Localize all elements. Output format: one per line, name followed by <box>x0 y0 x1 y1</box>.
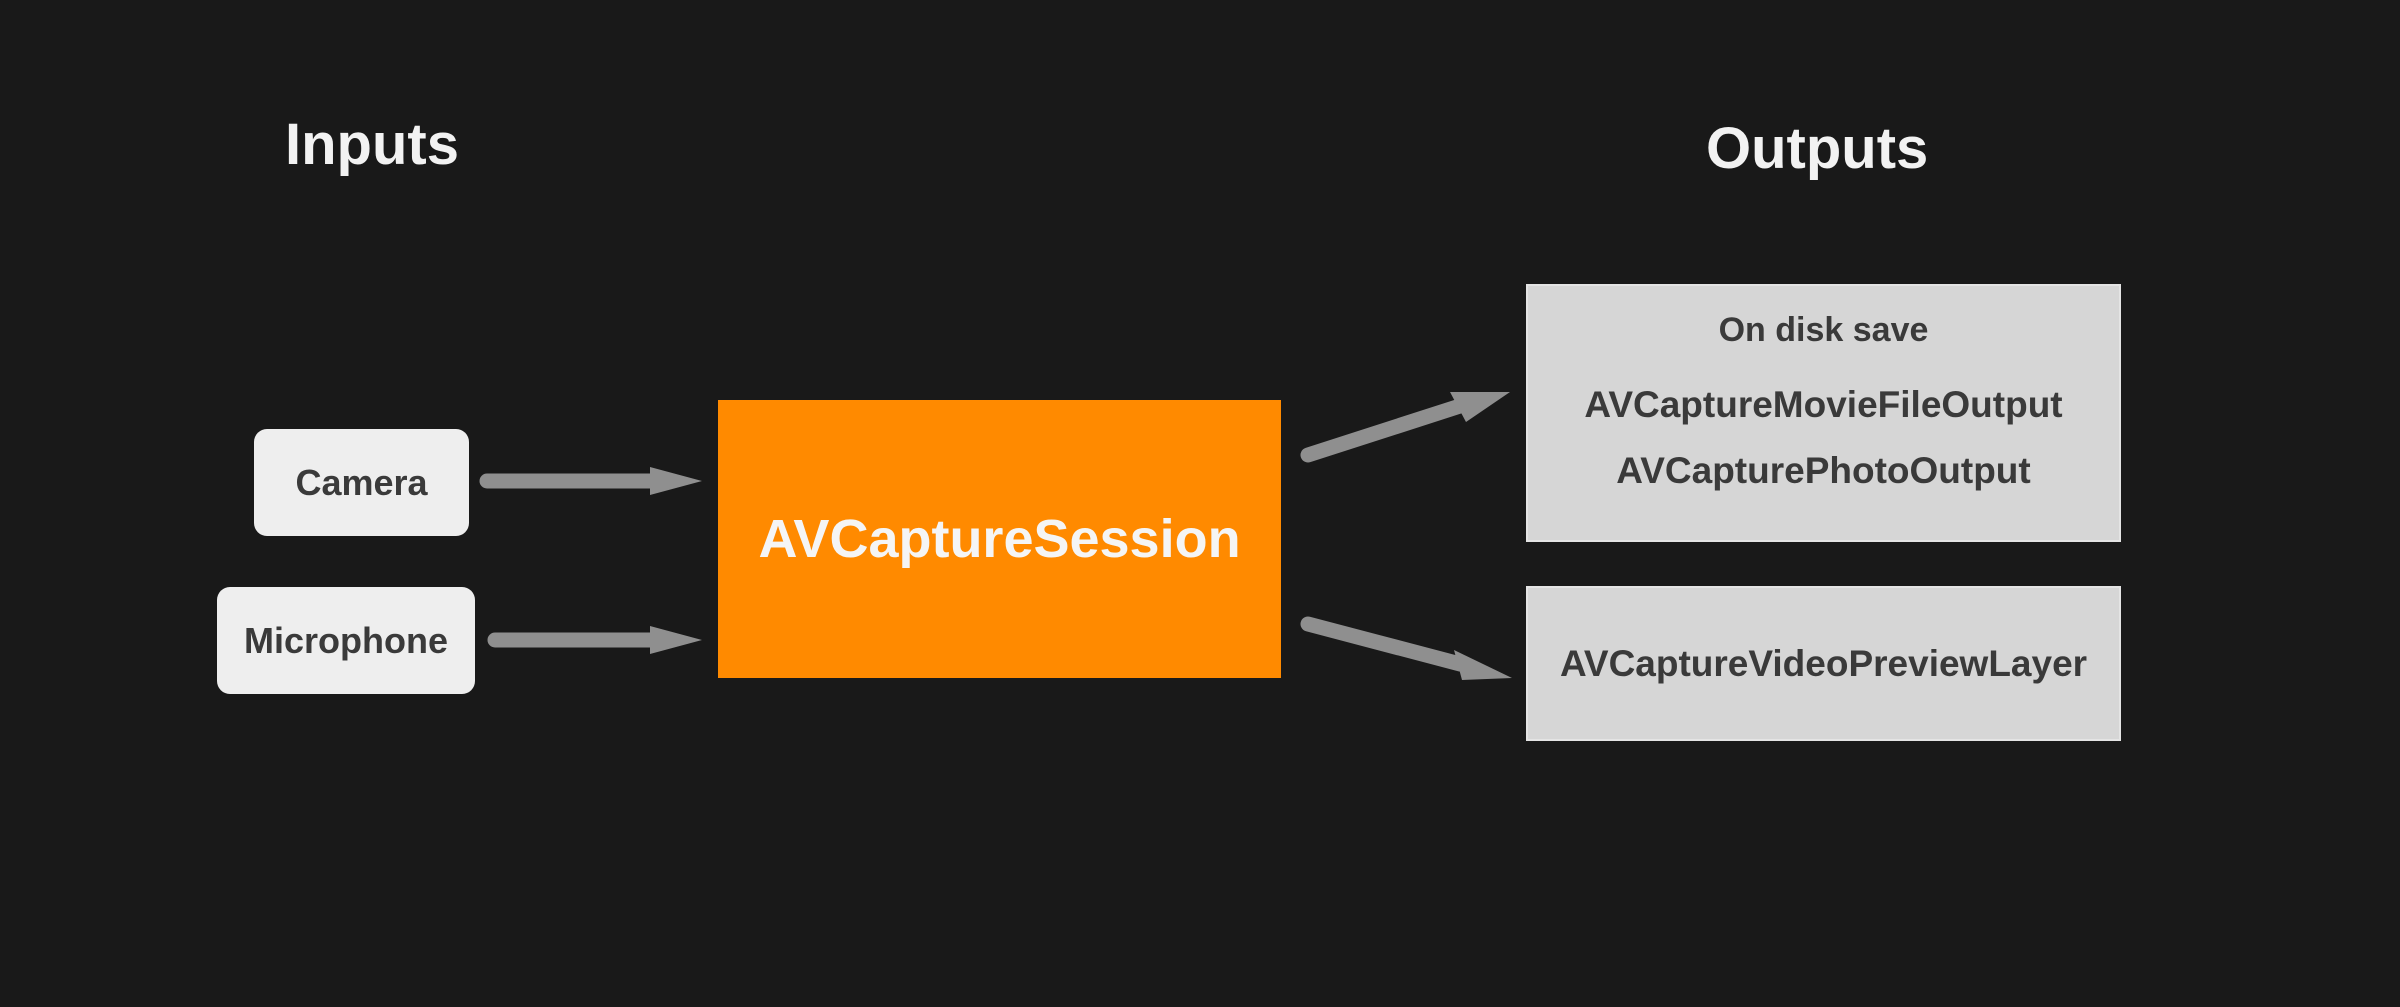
photo-output-label: AVCapturePhotoOutput <box>1616 450 2031 491</box>
preview-arrowhead <box>1454 650 1512 680</box>
outputs-heading: Outputs <box>1706 116 1929 181</box>
microphone-input-box: Microphone <box>217 587 475 694</box>
session-to-disk-arrow-shaft <box>1300 398 1468 463</box>
disk-save-title: On disk save <box>1718 311 1929 349</box>
camera-input-box: Camera <box>254 429 469 536</box>
capture-session-label: AVCaptureSession <box>758 509 1241 569</box>
preview-layer-output-box: AVCaptureVideoPreviewLayer <box>1526 586 2121 741</box>
session-to-preview-arrow-shaft <box>1300 616 1468 672</box>
movie-file-output-label: AVCaptureMovieFileOutput <box>1584 384 2063 425</box>
capture-session-box: AVCaptureSession <box>718 400 1281 678</box>
disk-save-output-box: On disk save AVCaptureMovieFileOutput AV… <box>1526 284 2121 542</box>
preview-layer-label: AVCaptureVideoPreviewLayer <box>1559 642 2088 684</box>
camera-arrowhead <box>650 467 702 495</box>
camera-label: Camera <box>295 461 428 503</box>
microphone-arrowhead <box>650 626 702 654</box>
disk-arrowhead <box>1450 392 1510 422</box>
microphone-label: Microphone <box>244 619 448 661</box>
inputs-heading: Inputs <box>285 112 459 177</box>
